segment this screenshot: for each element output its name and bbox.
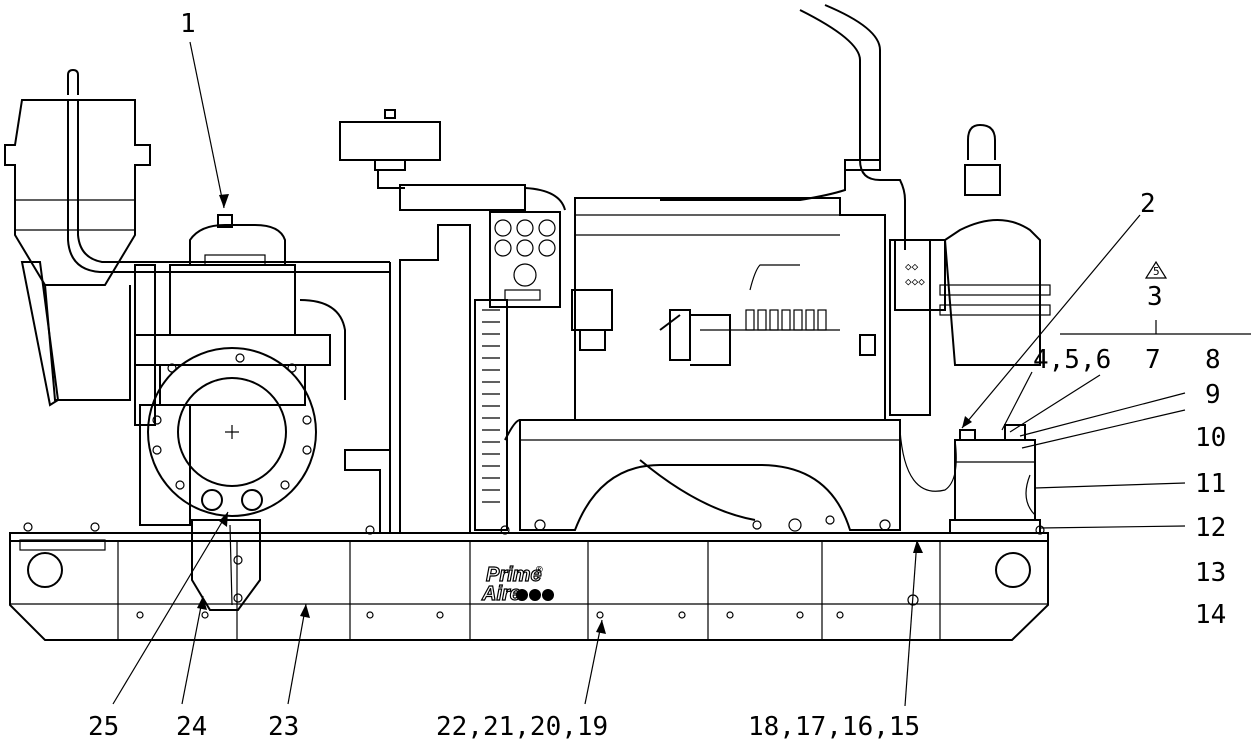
callout-4-5-6: 4,5,6 xyxy=(1033,345,1111,375)
prime-aire-logo: Prime ® Aire xyxy=(480,563,554,606)
callout-13: 13 xyxy=(1195,558,1226,588)
callout-10: 10 xyxy=(1195,423,1226,453)
pump-volute xyxy=(147,347,317,517)
revision-triangle-icon xyxy=(1144,260,1168,279)
svg-text:Aire: Aire xyxy=(481,583,521,605)
callout-18-17-16-15: 18,17,16,15 xyxy=(748,712,920,742)
control-panel xyxy=(489,211,561,308)
engine-sub-frame xyxy=(504,419,901,532)
svg-text:◇◇: ◇◇ xyxy=(905,260,919,273)
callout-8: 8 xyxy=(1205,345,1221,375)
callout-9: 9 xyxy=(1205,380,1221,410)
callout-24: 24 xyxy=(176,712,207,742)
callout-3-revision: 5 xyxy=(1153,265,1160,278)
engine-frame xyxy=(344,224,508,534)
air-intake-filter-left xyxy=(4,68,390,407)
leader-arrowheads xyxy=(197,194,972,634)
leader-lines xyxy=(112,41,1251,707)
svg-text:◇◇◇: ◇◇◇ xyxy=(905,275,925,288)
exhaust-stack xyxy=(660,4,906,250)
air-cleaner-right xyxy=(939,123,1051,366)
skid-base xyxy=(9,522,1049,641)
engine-air-cleaner xyxy=(339,109,566,211)
callout-22-21-20-19: 22,21,20,19 xyxy=(436,712,608,742)
callout-3: 3 xyxy=(1147,282,1163,312)
pump-assembly xyxy=(134,214,346,611)
svg-text:Prime: Prime xyxy=(486,564,542,586)
callout-14: 14 xyxy=(1195,600,1226,630)
lift-hole-right xyxy=(995,552,1031,588)
callout-25: 25 xyxy=(88,712,119,742)
callout-1: 1 xyxy=(180,9,196,39)
battery-box xyxy=(899,424,1041,534)
callout-23: 23 xyxy=(268,712,299,742)
svg-text:®: ® xyxy=(536,563,543,576)
callout-7: 7 xyxy=(1145,345,1161,375)
callout-2: 2 xyxy=(1140,189,1156,219)
callout-11: 11 xyxy=(1195,469,1226,499)
lift-hole-left xyxy=(27,552,63,588)
engine-block: ◇◇◇◇◇ xyxy=(571,197,946,421)
callout-labels: 1 2 5 3 4,5,6 7 8 9 10 11 12 13 14 18,17… xyxy=(88,9,1226,742)
callout-12: 12 xyxy=(1195,513,1226,543)
